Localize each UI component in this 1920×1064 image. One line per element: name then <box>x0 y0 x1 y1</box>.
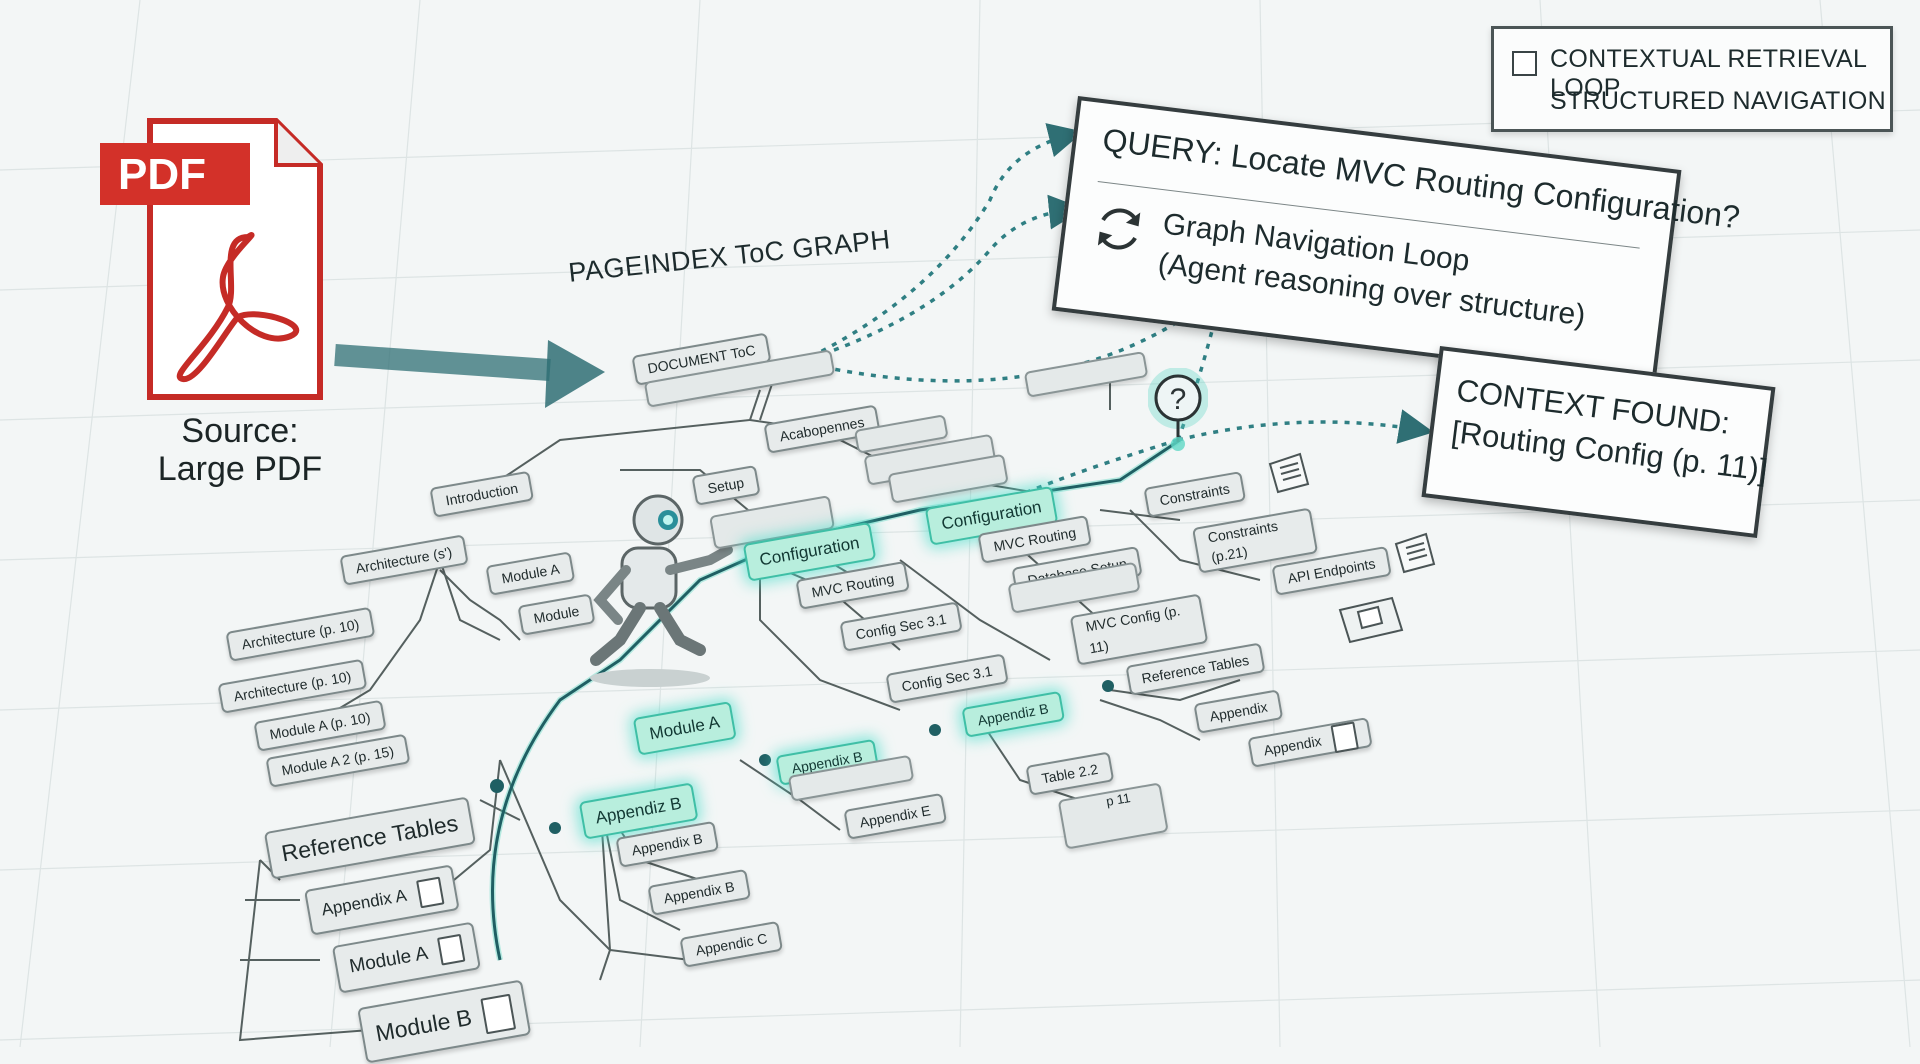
pdf-file-icon: PDF <box>100 118 323 400</box>
question-marker-icon: ? <box>1148 368 1208 451</box>
legend-line-2: STRUCTURED NAVIGATION <box>1550 87 1886 115</box>
document-icon <box>437 933 466 966</box>
legend-checkbox[interactable] <box>1512 51 1537 76</box>
node-appendix-right-b-label: Appendix <box>1262 732 1323 759</box>
pdf-caption: Source: Large PDF <box>130 412 350 488</box>
document-icon <box>415 876 445 908</box>
refresh-loop-icon <box>1097 208 1141 250</box>
robot-agent-icon <box>590 494 733 687</box>
document-icon <box>480 993 517 1035</box>
pdf-caption-line-2: Large PDF <box>157 450 323 488</box>
node-module-a-bottom-label: Module A <box>347 942 430 978</box>
question-mark-text: ? <box>1170 383 1187 416</box>
acrobat-logo-icon <box>176 232 300 382</box>
node-module-b-label: Module B <box>373 1003 474 1047</box>
document-icon <box>1394 532 1436 574</box>
document-icon <box>1338 596 1404 644</box>
query-panel: QUERY: Locate MVC Routing Configuration?… <box>1051 96 1742 385</box>
document-icon <box>1330 721 1360 754</box>
legend-panel: CONTEXTUAL RETRIEVAL LOOP STRUCTURED NAV… <box>1491 26 1893 132</box>
pdf-label: PDF <box>118 150 206 199</box>
legend-line-1: CONTEXTUAL RETRIEVAL LOOP <box>1550 45 1867 102</box>
pdf-caption-line-1: Source: <box>181 412 299 450</box>
document-icon <box>1268 452 1310 494</box>
node-appendix-a-label: Appendix A <box>320 885 409 920</box>
